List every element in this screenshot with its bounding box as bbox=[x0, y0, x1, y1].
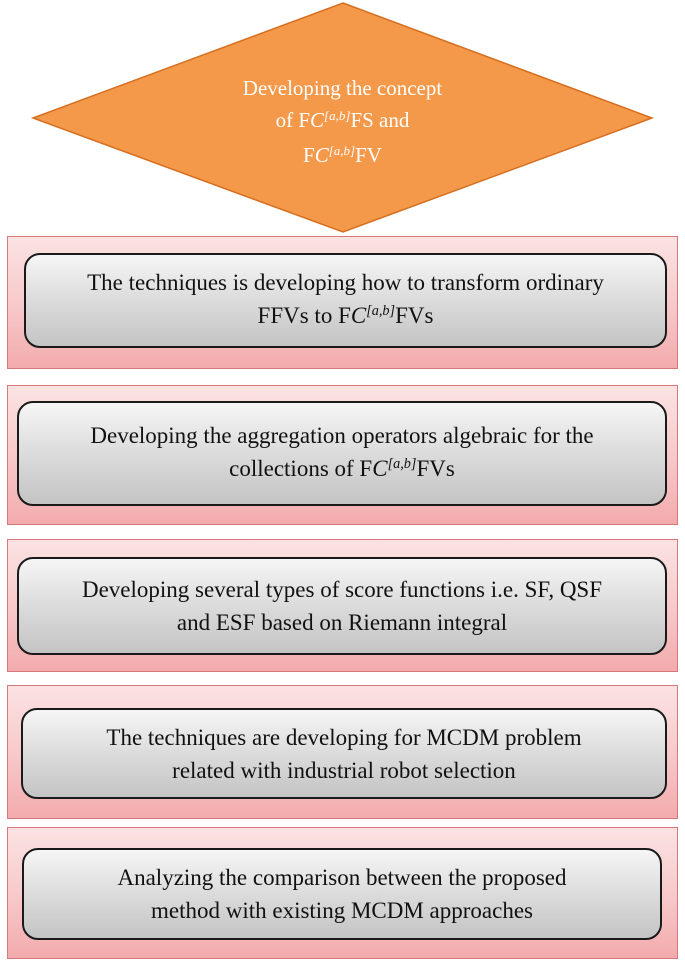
step-3-text: Developing several types of score functi… bbox=[82, 573, 602, 639]
step-5-text: Analyzing the comparison between the pro… bbox=[117, 861, 566, 927]
step-box-2: Developing the aggregation operators alg… bbox=[17, 401, 667, 506]
step-2-line-1: Developing the aggregation operators alg… bbox=[90, 422, 594, 448]
step-5-line-2: method with existing MCDM approaches bbox=[150, 898, 533, 923]
step-4-line-1: The techniques are developing for MCDM p… bbox=[106, 724, 582, 750]
diamond-label: Developing the concept of FC[a,b]FS and … bbox=[180, 72, 505, 174]
step-box-5: Analyzing the comparison between the pro… bbox=[22, 848, 662, 940]
step-box-4: The techniques are developing for MCDM p… bbox=[21, 708, 667, 799]
diamond-line-2: of FC[a,b]FS and bbox=[275, 107, 410, 132]
step-box-3: Developing several types of score functi… bbox=[17, 557, 667, 655]
diamond-shape bbox=[30, 2, 655, 233]
step-3-line-2: and ESF based on Riemann integral bbox=[176, 610, 508, 635]
step-4-line-2: related with industrial robot selection bbox=[172, 757, 516, 783]
step-2-line-2: collections of FC[a,b]FVs bbox=[229, 455, 455, 481]
diamond-line-1: Developing the concept bbox=[242, 76, 443, 100]
step-1-line-2: FFVs to FC[a,b]FVs bbox=[257, 302, 434, 328]
start-diamond-node: Developing the concept of FC[a,b]FS and … bbox=[0, 0, 685, 235]
step-5-line-1: Analyzing the comparison between the pro… bbox=[117, 865, 567, 890]
step-2-text: Developing the aggregation operators alg… bbox=[90, 419, 593, 489]
step-1-text: The techniques is developing how to tran… bbox=[87, 266, 604, 336]
step-3-line-1: Developing several types of score functi… bbox=[81, 577, 603, 602]
step-4-text: The techniques are developing for MCDM p… bbox=[106, 721, 581, 787]
step-1-line-1: The techniques is developing how to tran… bbox=[87, 269, 604, 295]
diamond-line-3: FC[a,b]FV bbox=[303, 142, 382, 167]
step-box-1: The techniques is developing how to tran… bbox=[24, 253, 667, 348]
